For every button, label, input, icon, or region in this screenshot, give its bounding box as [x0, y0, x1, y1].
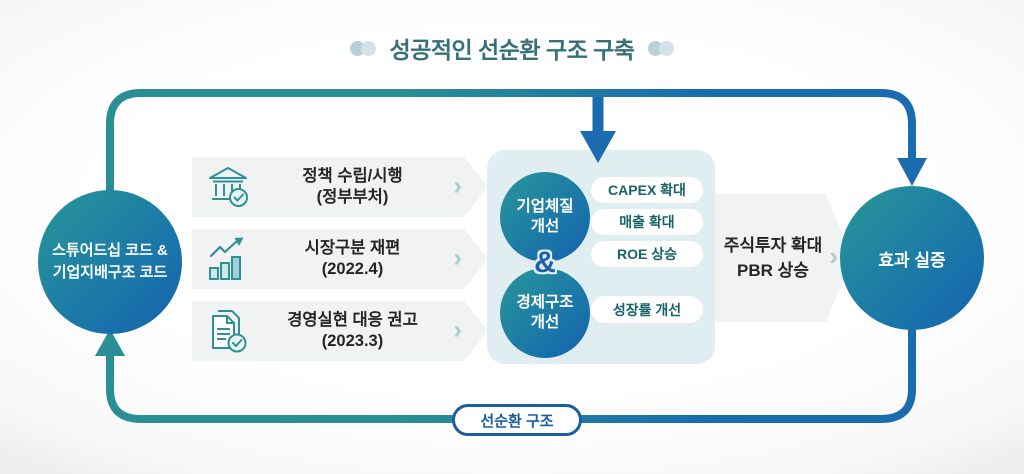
title-dots-left-icon — [349, 40, 376, 56]
outcome-arrow-band: 주식투자 확대 PBR 상승 › — [712, 194, 852, 322]
effect-pill-roe: ROE 상승 — [591, 241, 703, 267]
chevron-right-icon: › — [453, 242, 462, 273]
node-left-line1: 스튜어드십 코드 & — [52, 242, 168, 260]
circle-line2: 개선 — [530, 218, 560, 235]
step-title: 정책 수립/시행 — [302, 167, 403, 186]
effect-pill-capex: CAPEX 확대 — [591, 177, 703, 203]
improvement-panel: 기업체질 개선 & 경제구조 개선 CAPEX 확대 매출 확대 ROE 상승 … — [487, 150, 715, 364]
node-effect-verification: 효과 실증 — [840, 186, 984, 330]
step-text: 정책 수립/시행 (정부부처) — [251, 166, 488, 207]
chevron-right-icon: › — [453, 314, 462, 345]
effect-pill-growth: 성장률 개선 — [591, 296, 703, 323]
step-text: 경영실현 대응 권고 (2023.3) — [251, 310, 488, 351]
circle-line1: 경제구조 — [516, 293, 574, 311]
ampersand-joiner: & — [534, 246, 556, 279]
policy-steps-list: 정책 수립/시행 (정부부처) › 시장구분 재편 (2022.4) › — [192, 157, 488, 361]
loop-label-pill: 선순환 구조 — [452, 404, 582, 436]
circle-line1: 기업체질 — [516, 197, 574, 215]
node-right-label: 효과 실증 — [878, 250, 946, 270]
top-loop-path — [106, 89, 916, 196]
circle-line2: 개선 — [530, 314, 560, 331]
outcome-line1: 주식투자 확대 — [723, 235, 823, 255]
step-policy-establishment: 정책 수립/시행 (정부부처) › — [192, 157, 488, 217]
page-title: 성공적인 선순환 구조 구축 — [389, 37, 635, 63]
step-subtitle: (2023.3) — [321, 332, 384, 350]
chevron-right-icon: › — [829, 240, 838, 271]
node-stewardship-code: 스튜어드십 코드 & 기업지배구조 코드 — [38, 190, 182, 334]
bar-chart-growth-icon — [205, 236, 251, 282]
step-text: 시장구분 재편 (2022.4) — [251, 238, 488, 279]
circle-economy-improvement: 경제구조 개선 — [500, 268, 590, 358]
step-title: 시장구분 재편 — [304, 239, 401, 258]
loop-label: 선순환 구조 — [480, 412, 554, 430]
bank-check-icon — [205, 164, 251, 210]
step-management-recommendation: 경영실현 대응 권고 (2023.3) › — [192, 301, 488, 361]
title-dots-right-icon — [648, 40, 675, 56]
arrowhead-into-right-node — [897, 158, 927, 186]
outcome-line2: PBR 상승 — [737, 261, 809, 280]
document-check-icon — [205, 308, 251, 354]
step-market-reorganization: 시장구분 재편 (2022.4) › — [192, 229, 488, 289]
step-title: 경영실현 대응 권고 — [287, 311, 418, 330]
arrowhead-into-left-node — [95, 329, 125, 356]
page-title-row: 성공적인 선순환 구조 구축 — [0, 31, 1024, 65]
step-subtitle: (정부부처) — [316, 188, 389, 206]
circle-corporate-improvement: 기업체질 개선 — [500, 172, 590, 262]
effect-pill-sales: 매출 확대 — [591, 209, 703, 235]
node-left-line2: 기업지배구조 코드 — [52, 264, 168, 281]
chevron-right-icon: › — [453, 170, 462, 201]
corporate-effects-list: CAPEX 확대 매출 확대 ROE 상승 — [591, 177, 703, 267]
step-subtitle: (2022.4) — [321, 260, 384, 278]
